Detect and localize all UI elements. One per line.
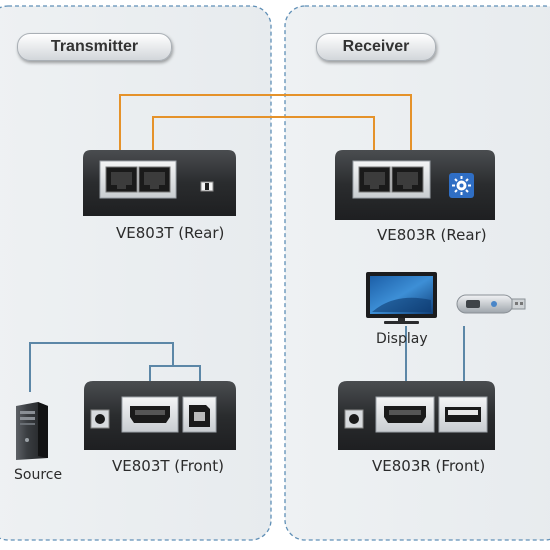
ve803t-front-label: VE803T (Front): [112, 457, 224, 475]
cable-outer: [119, 94, 412, 167]
ve803t-rear-device: [83, 150, 236, 216]
source-branch: [149, 365, 201, 385]
ve803r-rear-label: VE803R (Rear): [377, 226, 487, 244]
monitor-icon: [366, 272, 437, 324]
transmitter-title: Transmitter: [17, 33, 172, 61]
network-cables: [119, 94, 412, 167]
source-label: Source: [14, 467, 63, 483]
cable-inner: [152, 116, 375, 167]
source-cable: [29, 342, 174, 392]
av-cables: [29, 326, 465, 392]
usb-flash-drive-icon: [456, 294, 526, 314]
receiver-title: Receiver: [316, 33, 436, 61]
gear-icon: [449, 173, 474, 198]
ve803r-front-label: VE803R (Front): [372, 457, 486, 475]
ve803t-rear-label: VE803T (Rear): [116, 224, 225, 242]
ve803r-rear-device: [335, 150, 495, 220]
pc-tower-icon: [16, 402, 48, 460]
ve803t-front-device: [84, 381, 236, 450]
ve803r-front-device: [338, 381, 495, 450]
display-label: Display: [376, 331, 428, 347]
